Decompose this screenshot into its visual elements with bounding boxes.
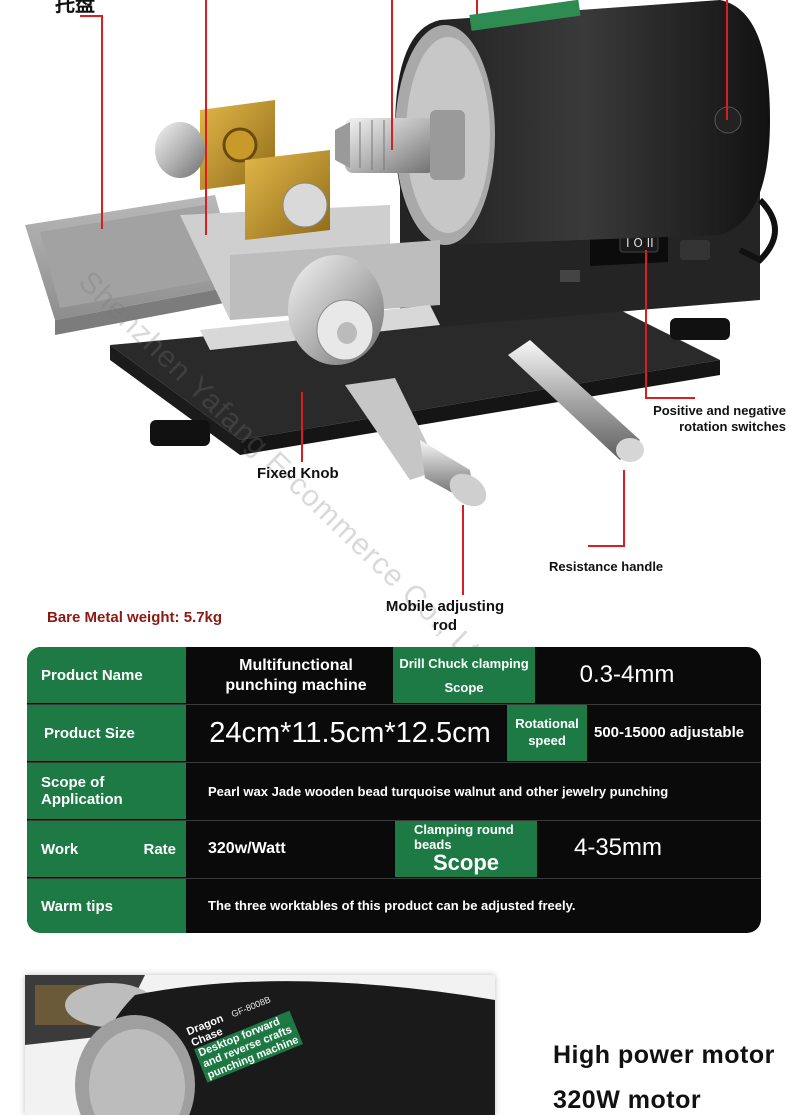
fixed-knob [288, 255, 384, 365]
callout-line-handle-h [588, 545, 625, 547]
spec-value-scope: Pearl wax Jade wooden bead turquoise wal… [208, 784, 669, 799]
spec-row-work-rate: Work Rate 320w/Watt Clamping round beads… [27, 821, 761, 878]
bare-metal-weight: Bare Metal weight: 5.7kg [47, 609, 223, 626]
motor-subline: 320W motor [553, 1086, 702, 1114]
resistance-handle-rod [508, 340, 644, 462]
adjusting-rod [345, 378, 487, 507]
callout-line-switch [645, 250, 647, 398]
spec-divider [27, 878, 761, 879]
spec-subheader-speed: Rotational speed [507, 705, 587, 761]
spec-value-product-name: Multifunctional punching machine [225, 657, 367, 694]
spec-divider [27, 704, 761, 705]
spec-value-power: 320w/Watt [208, 840, 286, 857]
callout-line-motor [476, 0, 478, 14]
spec-value-speed: 500-15000 adjustable [594, 724, 745, 741]
callout-line-rod [462, 505, 464, 595]
spec-row-product-name: Product Name Multifunctional punching ma… [27, 647, 761, 704]
spec-divider [27, 820, 761, 821]
callout-line-handle [623, 470, 625, 546]
callout-line-tray-top [80, 15, 103, 17]
spec-header-warm-tips: Warm tips [27, 879, 186, 933]
callout-line-knob [301, 392, 303, 462]
spec-row-warm-tips: Warm tips The three worktables of this p… [27, 879, 761, 933]
side-knob [155, 122, 205, 178]
callout-line-clamp [205, 0, 207, 235]
spec-divider [27, 762, 761, 763]
callout-resistance-handle: Resistance handle [549, 559, 664, 574]
product-photo: I O II [25, 0, 778, 507]
spec-table: Product Name Multifunctional punching ma… [27, 647, 761, 933]
callout-tray: 托盘 [55, 0, 95, 16]
spec-header-rate: Rate [143, 840, 176, 858]
spec-header-product-name: Product Name [27, 647, 186, 703]
spec-row-product-size: Product Size 24cm*11.5cm*12.5cm Rotation… [27, 705, 761, 762]
callout-line-switch-h [645, 397, 695, 399]
spec-subheader-chuck: Drill Chuck clamping Scope [393, 647, 535, 703]
spec-subheader-chuck-top: Drill Chuck clamping [399, 656, 529, 671]
spec-header-scope: Scope of Application [27, 763, 186, 819]
spec-value-warm-tips: The three worktables of this product can… [208, 898, 576, 913]
motor-closeup-illustration [25, 975, 495, 1115]
spec-value-beads: 4-35mm [573, 834, 663, 861]
spec-value-product-size: 24cm*11.5cm*12.5cm [209, 717, 491, 749]
spec-value-chuck: 0.3-4mm [579, 661, 675, 688]
svg-text:I O II: I O II [626, 236, 654, 250]
spec-header-product-size: Product Size [27, 705, 186, 761]
drill-chuck [335, 110, 465, 180]
spec-subheader-chuck-bottom: Scope [444, 680, 484, 695]
spec-row-scope: Scope of Application Pearl wax Jade wood… [27, 763, 761, 820]
spec-header-work-rate: Work Rate [27, 821, 186, 877]
callout-line-chuck [391, 0, 393, 150]
callout-switches: Positive and negative rotation switches [653, 403, 786, 434]
spec-subheader-beads: Clamping round beads Scope [395, 821, 537, 877]
spec-header-work: Work [41, 840, 79, 858]
callout-adjusting-rod: Mobile adjusting rod [385, 598, 505, 634]
motor-closeup-photo: Dragon Chase GF-8008B Desktop forward an… [25, 975, 495, 1115]
brass-clamp [200, 100, 330, 240]
spec-subheader-beads-top: Clamping round beads [414, 822, 514, 852]
callout-line-motor-right [726, 0, 728, 120]
motor-headline: High power motor [553, 1041, 775, 1069]
spec-subheader-beads-bottom: Scope [432, 850, 500, 875]
callout-line-tray [101, 15, 103, 229]
callout-fixed-knob: Fixed Knob [257, 465, 339, 482]
